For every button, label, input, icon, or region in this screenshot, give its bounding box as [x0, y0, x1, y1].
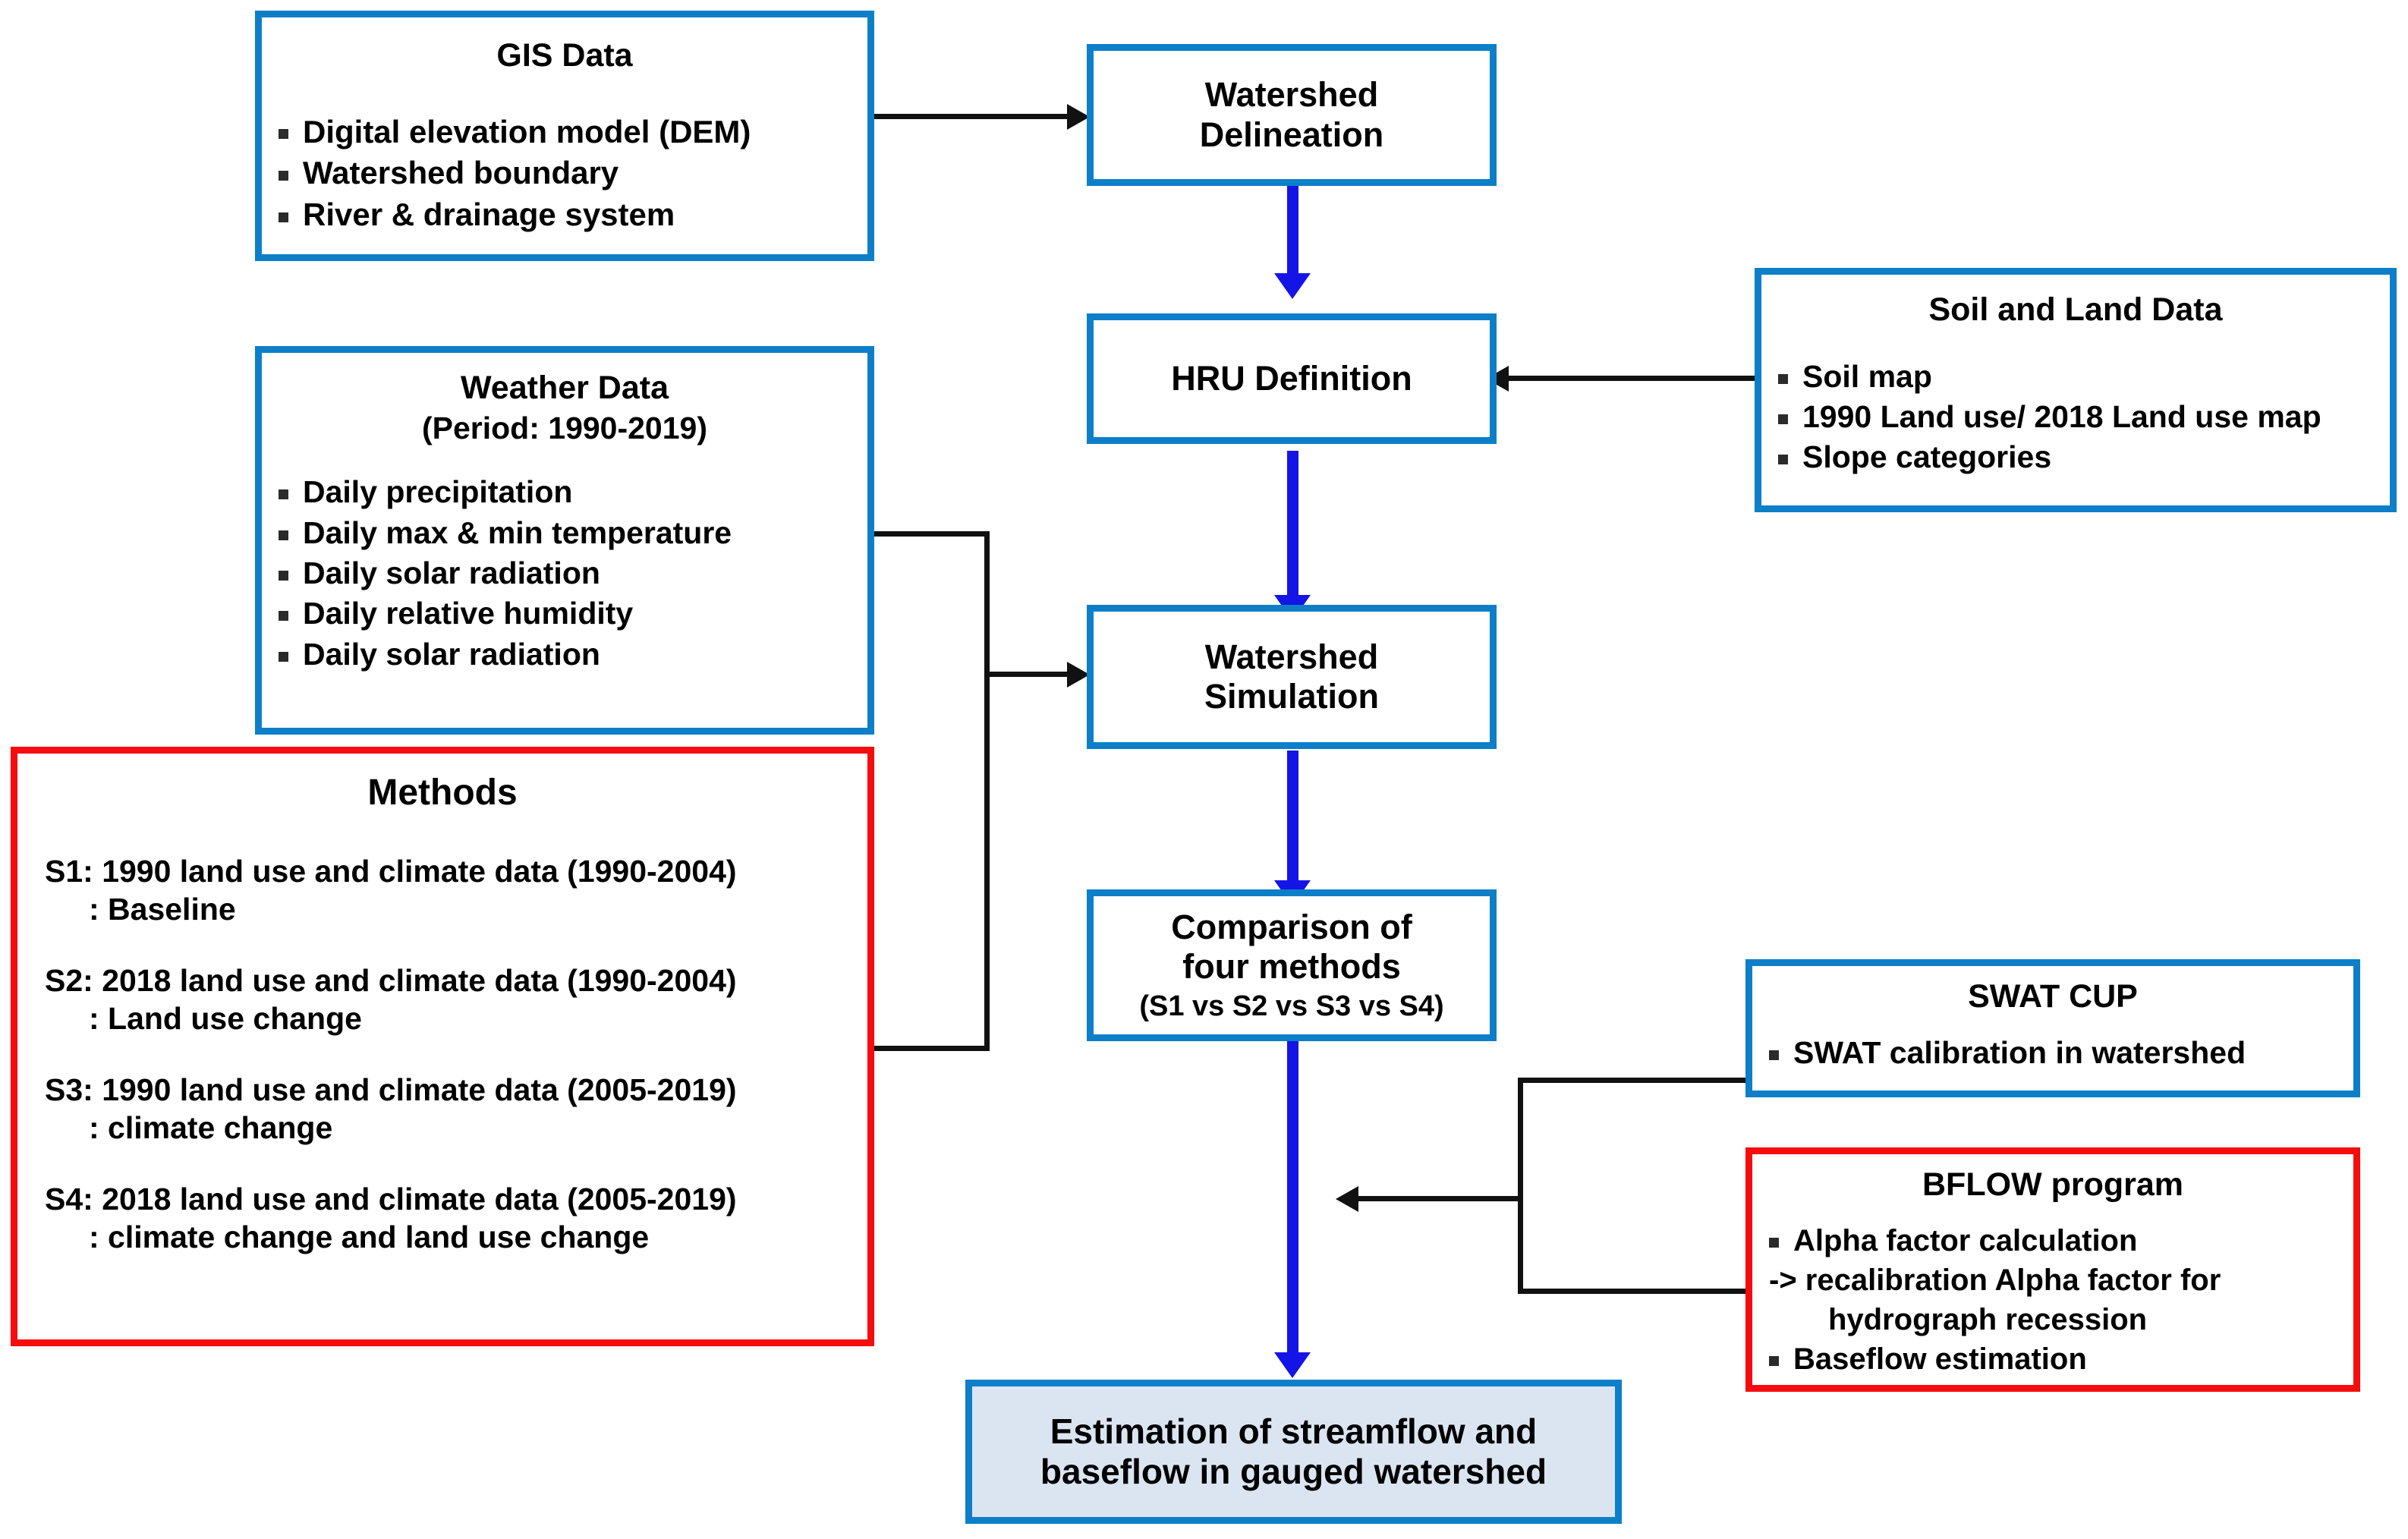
- result-box: Estimation of streamflow and baseflow in…: [965, 1380, 1622, 1524]
- swat-cup-list: SWAT calibration in watershed: [1758, 1033, 2347, 1073]
- methods-title: Methods: [367, 773, 518, 813]
- methods-entry-line2: : Baseline: [89, 891, 236, 927]
- methods-entry: S4: 2018 land use and climate data (2005…: [45, 1180, 861, 1256]
- connector-gis-to-delineation: [874, 114, 1072, 119]
- methods-box: Methods S1: 1990 land use and climate da…: [11, 747, 874, 1346]
- watershed-simulation-label: Watershed Simulation: [1204, 637, 1379, 716]
- list-item: Daily max & min temperature: [268, 513, 861, 553]
- list-item: 1990 Land use/ 2018 Land use map: [1767, 397, 2384, 437]
- weather-data-title: Weather Data: [460, 370, 669, 406]
- dashed-arrow-delineation-to-hru: [1287, 184, 1298, 280]
- methods-entry-line1: S1: 1990 land use and climate data (1990…: [45, 853, 737, 889]
- list-item: hydrograph recession: [1828, 1302, 2148, 1336]
- connector-trunk-to-mainflow: [1358, 1196, 1521, 1201]
- methods-entry: S2: 2018 land use and climate data (1990…: [45, 961, 861, 1037]
- methods-list: S1: 1990 land use and climate data (1990…: [24, 852, 861, 1256]
- dashed-arrow-comparison-to-result: [1287, 1009, 1298, 1358]
- connector-methods-horizontal: [847, 1046, 990, 1051]
- connector-swatcup-horizontal: [1518, 1078, 1745, 1083]
- list-item: Daily precipitation: [268, 472, 861, 512]
- list-item: SWAT calibration in watershed: [1758, 1033, 2347, 1073]
- arrow-head-gis-to-delineation: [1067, 104, 1090, 130]
- list-item: Soil map: [1767, 357, 2384, 397]
- arrow-head-to-watershed-simulation: [1067, 662, 1090, 688]
- methods-entry-line1: S3: 1990 land use and climate data (2005…: [45, 1072, 737, 1107]
- list-item: Watershed boundary: [268, 153, 861, 194]
- gis-data-title: GIS Data: [496, 37, 633, 74]
- swat-cup-box: SWAT CUP SWAT calibration in watershed: [1745, 959, 2360, 1097]
- methods-entry-line2: : Land use change: [89, 1000, 362, 1036]
- soil-land-data-box: Soil and Land Data Soil map 1990 Land us…: [1755, 268, 2397, 512]
- connector-soil-to-hru: [1509, 376, 1755, 381]
- comparison-subtitle: (S1 vs S2 vs S3 vs S4): [1139, 990, 1444, 1023]
- gis-data-box: GIS Data Digital elevation model (DEM) W…: [255, 11, 874, 261]
- weather-data-list: Daily precipitation Daily max & min temp…: [268, 472, 861, 674]
- list-item: Daily solar radiation: [268, 634, 861, 675]
- methods-entry: S1: 1990 land use and climate data (1990…: [45, 852, 861, 928]
- list-item: Digital elevation model (DEM): [268, 112, 861, 153]
- methods-entry-line1: S4: 2018 land use and climate data (2005…: [45, 1181, 737, 1216]
- watershed-delineation-label: Watershed Delineation: [1199, 75, 1384, 154]
- connector-right-vertical-trunk: [1518, 1078, 1523, 1294]
- list-item: River & drainage system: [268, 194, 861, 236]
- methods-entry-line2: : climate change: [89, 1109, 333, 1145]
- dashed-arrow-head-result: [1274, 1352, 1311, 1378]
- connector-trunk-to-simulation: [984, 672, 1072, 677]
- watershed-delineation-box: Watershed Delineation: [1087, 44, 1497, 186]
- soil-land-data-list: Soil map 1990 Land use/ 2018 Land use ma…: [1767, 357, 2384, 478]
- hru-definition-label: HRU Definition: [1171, 358, 1412, 398]
- comparison-box: Comparison of four methods (S1 vs S2 vs …: [1087, 889, 1497, 1041]
- gis-data-list: Digital elevation model (DEM) Watershed …: [268, 112, 861, 236]
- weather-data-box: Weather Data (Period: 1990-2019) Daily p…: [255, 346, 874, 735]
- list-item: Slope categories: [1767, 437, 2384, 477]
- connector-left-vertical-trunk: [984, 531, 990, 1051]
- dashed-arrow-head-hru: [1274, 273, 1311, 299]
- comparison-title: Comparison of four methods: [1171, 907, 1412, 986]
- methods-entry-line1: S2: 2018 land use and climate data (1990…: [45, 962, 737, 998]
- connector-weather-horizontal: [874, 531, 990, 537]
- dashed-arrow-simulation-to-comparison: [1287, 751, 1298, 887]
- methods-entry-line2: : climate change and land use change: [89, 1219, 650, 1254]
- connector-bflow-horizontal: [1518, 1289, 1745, 1294]
- hru-definition-box: HRU Definition: [1087, 313, 1497, 444]
- swat-cup-title: SWAT CUP: [1968, 978, 2138, 1015]
- list-item: Daily relative humidity: [268, 593, 861, 634]
- arrow-head-to-main-flow: [1336, 1186, 1358, 1212]
- bflow-box: BFLOW program Alpha factor calculation -…: [1745, 1147, 2360, 1392]
- list-item: Alpha factor calculation: [1758, 1221, 2347, 1260]
- bflow-title: BFLOW program: [1922, 1166, 2183, 1203]
- methods-entry: S3: 1990 land use and climate data (2005…: [45, 1071, 861, 1147]
- watershed-simulation-box: Watershed Simulation: [1087, 605, 1497, 749]
- list-item: Daily solar radiation: [268, 553, 861, 593]
- weather-data-subtitle: (Period: 1990-2019): [421, 410, 707, 445]
- list-item: Baseflow estimation: [1758, 1339, 2347, 1379]
- dashed-arrow-hru-to-simulation: [1287, 451, 1298, 603]
- soil-land-data-title: Soil and Land Data: [1928, 291, 2223, 328]
- bflow-list: Alpha factor calculation -> recalibratio…: [1758, 1221, 2347, 1379]
- result-label: Estimation of streamflow and baseflow in…: [1040, 1411, 1547, 1491]
- list-item: -> recalibration Alpha factor for: [1769, 1263, 2221, 1297]
